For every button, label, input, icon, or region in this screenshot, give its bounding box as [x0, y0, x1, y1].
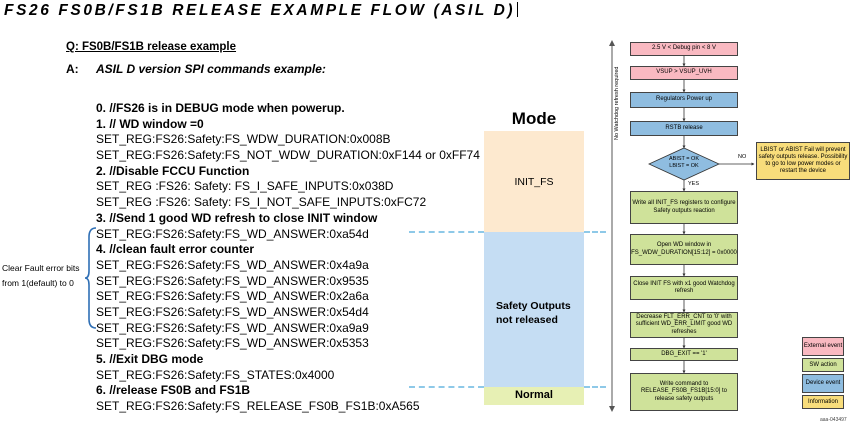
question-heading: Q: FS0B/FS1B release example — [66, 41, 237, 53]
command-line: SET_REG:FS26:Safety:FS_WD_ANSWER:0x54d4 — [96, 304, 369, 319]
mode-safety-zone: Safety Outputs not released — [484, 232, 584, 387]
step-heading: 6. //release FS0B and FS1B — [96, 383, 251, 398]
mode-normal-label: Normal — [515, 389, 553, 401]
flow-box-close-init: Close INIT FS with x1 good Watchdog refr… — [630, 276, 738, 300]
brace-note: Clear Fault error bits from 1(default) t… — [2, 263, 80, 288]
command-line: SET_REG:FS26:Safety:FS_WDW_DURATION:0x00… — [96, 132, 391, 147]
step-heading: 5. //Exit DBG mode — [96, 352, 204, 366]
command-line: SET_REG:FS26:Safety:FS_RELEASE_FS0B_FS1B… — [96, 399, 420, 414]
answer-label: A: — [66, 62, 79, 76]
legend-information: Information — [802, 395, 844, 409]
page-title: FS26 FS0B/FS1B RELEASE EXAMPLE FLOW (ASI… — [4, 2, 519, 20]
mode-safety-label: Safety Outputs not released — [496, 300, 571, 326]
command-list: 0. //FS26 is in DEBUG mode when powerup.… — [96, 101, 480, 415]
command-line: SET_REG:FS26:Safety:FS_WD_ANSWER:0x2a6a — [96, 289, 369, 304]
flow-box-vsup: VSUP > VSUP_UVH — [630, 66, 738, 80]
brace-icon — [84, 227, 97, 329]
answer-text: ASIL D version SPI commands example: — [96, 62, 326, 76]
mode-init-label: INIT_FS — [514, 176, 554, 188]
dashed-connector — [409, 386, 484, 388]
figure-id: aaa-043497 — [820, 417, 847, 423]
step-heading: 2. //Disable FCCU Function — [96, 163, 250, 178]
command-line: SET_REG:FS26:Safety:FS_WD_ANSWER:0xa9a9 — [96, 320, 369, 335]
command-line: SET_REG:FS26:Safety:FS_WD_ANSWER:0x5353 — [96, 336, 369, 351]
flow-box-write-init: Write all INIT_FS registers to configure… — [630, 191, 738, 224]
decision-yes-label: YES — [688, 181, 700, 187]
flow-box-decrease-flt: Decrease FLT_ERR_CNT to '0' with suffici… — [630, 312, 738, 338]
text-cursor — [517, 2, 519, 17]
step-heading: 0. //FS26 is in DEBUG mode when powerup. — [96, 101, 345, 115]
mode-init-zone: INIT_FS — [484, 131, 584, 232]
flow-box-open-wd: Open WD window in FS_WDW_DURATION[15:12]… — [630, 234, 738, 265]
command-line: SET_REG :FS26: Safety: FS_I_NOT_SAFE_INP… — [96, 195, 427, 210]
flow-box-debug-pin: 2.5 V < Debug pin < 8 V — [630, 42, 738, 56]
dashed-connector — [584, 231, 606, 233]
flow-box-dbg-exit: DBG_EXIT == '1' — [630, 348, 738, 361]
flow-diagram-lines — [609, 40, 755, 412]
legend-sw-action: SW action — [802, 358, 844, 372]
dashed-connector — [584, 386, 606, 388]
step-heading: 1. // WD window =0 — [96, 116, 204, 131]
command-line: SET_REG:FS26:Safety:FS_WD_ANSWER:0x9535 — [96, 273, 369, 288]
flow-box-rstb: RSTB release — [630, 121, 738, 136]
dashed-connector — [409, 231, 484, 233]
step-heading: 3. //Send 1 good WD refresh to close INI… — [96, 210, 378, 225]
mode-title: Mode — [511, 109, 557, 128]
command-line: SET_REG:FS26:Safety:FS_STATES:0x4000 — [96, 367, 335, 382]
fail-note-box: LBIST or ABIST Fail will prevent safety … — [756, 142, 850, 180]
step-heading: 4. //clean fault error counter — [96, 242, 255, 257]
command-line: SET_REG:FS26:Safety:FS_NOT_WDW_DURATION:… — [96, 148, 480, 163]
command-line: SET_REG:FS26:Safety:FS_WD_ANSWER:0xa54d — [96, 226, 369, 241]
command-line: SET_REG :FS26: Safety: FS_I_SAFE_INPUTS:… — [96, 179, 394, 194]
mode-normal-zone: Normal — [484, 387, 584, 405]
flow-box-release: Write command to RELEASE_FS0B_FS1B[15:0]… — [630, 373, 738, 411]
vertical-label: No Watchdog refresh required — [614, 66, 620, 140]
legend-device-event: Device event — [802, 374, 844, 393]
decision-no-label: NO — [738, 154, 747, 160]
legend-external-event: External event — [802, 337, 844, 356]
decision-text: ABIST = OK LBIST = OK — [668, 156, 699, 169]
command-line: SET_REG:FS26:Safety:FS_WD_ANSWER:0x4a9a — [96, 257, 369, 272]
flow-box-regulators: Regulators Power up — [630, 92, 738, 108]
